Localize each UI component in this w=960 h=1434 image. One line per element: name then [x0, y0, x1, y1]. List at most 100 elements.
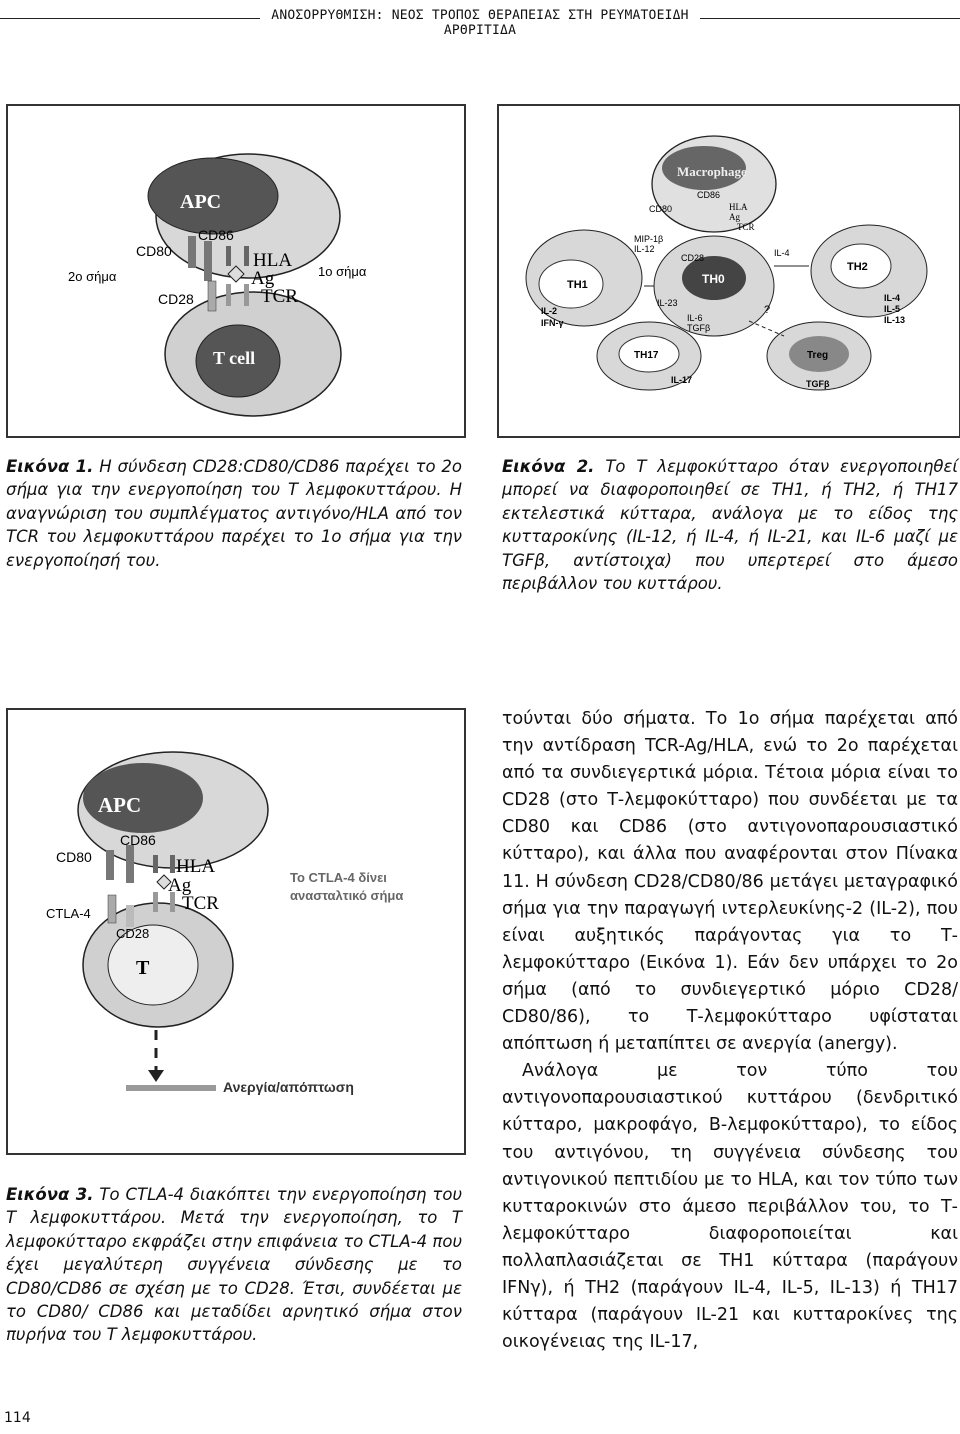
- treg-inner: [789, 336, 849, 372]
- antigen-diamond: [227, 265, 245, 283]
- ctla4-note-line1: Το CTLA-4 δίνει: [290, 870, 387, 885]
- cd86-bar: [126, 845, 134, 883]
- th1-inner: [538, 259, 604, 309]
- il4-arrow-label: IL-4: [774, 248, 790, 258]
- figure-3-caption-lead: Εικόνα 3.: [6, 1185, 94, 1204]
- il6-label: IL-6: [687, 313, 703, 323]
- signal-1-label: 1ο σήμα: [318, 264, 367, 279]
- arrow-th0-treg: [748, 320, 785, 337]
- th2-il4-label: IL-4: [884, 293, 900, 303]
- signal-2-label: 2ο σήμα: [68, 269, 117, 284]
- th1-il2-label: IL-2: [541, 306, 557, 316]
- anergy-bar: [126, 1085, 216, 1091]
- body-paragraph-1: τούνται δύο σήματα. Το 1ο σήμα παρέχεται…: [502, 709, 958, 1055]
- ctla4-bar: [107, 894, 117, 924]
- hla-label: HLA: [176, 856, 215, 877]
- figure-2: Macrophage CD86 CD80 HLA Ag TCR TH1 IL-2…: [497, 104, 960, 438]
- macrophage-nucleus: [662, 146, 746, 190]
- macrophage-tcr-label: TCR: [737, 222, 755, 232]
- t-cell-label: T cell: [213, 348, 255, 368]
- figure-3-caption: Εικόνα 3. Το CTLA-4 διακόπτει την ενεργο…: [6, 1183, 462, 1347]
- running-title: ΑΝΟΣΟΡΡΥΘΜΙΣΗ: ΝΕΟΣ ΤΡΟΠΟΣ ΘΕΡΑΠΕΙΑΣ ΣΤΗ…: [271, 8, 689, 38]
- il23-label: IL-23: [657, 298, 678, 308]
- figure-1: APC T cell CD80 CD86 CD28 HLA Ag TCR 2ο …: [6, 104, 466, 438]
- th17-inner: [618, 335, 680, 373]
- macrophage-ag-label: Ag: [729, 212, 740, 222]
- cd28-label: CD28: [116, 926, 149, 941]
- figure-1-caption: Εικόνα 1. Η σύνδεση CD28:CD80/CD86 παρέχ…: [6, 455, 462, 572]
- body-text: τούνται δύο σήματα. Το 1ο σήμα παρέχεται…: [502, 706, 958, 1356]
- hla-stem-2: [244, 246, 249, 266]
- th1-ifn-label: IFN-γ: [541, 318, 564, 328]
- figure-2-diagram: Macrophage CD86 CD80 HLA Ag TCR TH1 IL-2…: [525, 135, 928, 391]
- il12-label: IL-12: [634, 244, 655, 254]
- macrophage-hla-label: HLA: [729, 202, 748, 212]
- th1-label: TH1: [567, 279, 588, 291]
- figure-1-caption-text: Η σύνδεση CD28:CD80/CD86 παρέχει το 2ο σ…: [6, 457, 462, 570]
- body-paragraph-2: Ανάλογα με τον τύπο του αντιγονοπαρουσια…: [502, 1061, 958, 1353]
- th2-inner: [830, 243, 892, 289]
- cd80-label: CD80: [136, 243, 172, 259]
- header-rule-right: [700, 18, 960, 19]
- apc-nucleus: [83, 763, 203, 833]
- th17-label: TH17: [634, 350, 659, 361]
- cd80-bar: [188, 236, 196, 268]
- figure-2-caption-text: Το Τ λεμφοκύτταρο όταν ενεργοποιηθεί μπο…: [502, 457, 959, 594]
- apc-nucleus: [147, 157, 279, 235]
- t-cell-nucleus: [195, 324, 281, 398]
- page-number: 114: [4, 1410, 31, 1426]
- figure-2-caption-lead: Εικόνα 2.: [502, 457, 595, 476]
- hla-stem-2: [170, 855, 175, 873]
- figure-1-diagram: APC T cell CD80 CD86 CD28 HLA Ag TCR 2ο …: [68, 153, 367, 417]
- header-rule-left: [0, 18, 260, 19]
- cd28-label: CD28: [158, 291, 194, 307]
- th0-label: TH0: [702, 272, 725, 286]
- figure-3-diagram: APC T CD86 CD80 CTLA-4 CD28 HLA Ag TCR Τ…: [46, 751, 403, 1095]
- macrophage-label: Macrophage: [677, 164, 747, 179]
- ag-label: Ag: [168, 875, 192, 896]
- apc-label: APC: [98, 793, 141, 817]
- tcr-stem-2: [244, 284, 249, 306]
- mip-label: MIP-1β: [634, 234, 663, 244]
- th2-label: TH2: [847, 261, 868, 273]
- tcr-stem-2: [170, 892, 175, 912]
- anergy-label: Ανεργία/απόπτωση: [223, 1079, 354, 1095]
- figure-1-caption-lead: Εικόνα 1.: [6, 457, 94, 476]
- tgfb-label: TGFβ: [687, 323, 710, 333]
- treg-tgfb-label: TGFβ: [806, 379, 830, 389]
- inhibition-arrow-head: [148, 1070, 164, 1082]
- tcr-stem: [153, 892, 158, 912]
- tcr-label: TCR: [182, 893, 219, 914]
- ctla4-note-line2: ανασταλτικό σήμα: [290, 888, 403, 903]
- treg-label: Treg: [807, 350, 828, 361]
- ctla4-label: CTLA-4: [46, 906, 91, 921]
- figure-3-caption-text: Το CTLA-4 διακόπτει την ενεργοποίηση του…: [6, 1185, 462, 1345]
- tcr-label: TCR: [261, 286, 298, 307]
- ag-label: Ag: [251, 268, 275, 289]
- figure-2-caption: Εικόνα 2. Το Τ λεμφοκύτταρο όταν ενεργοπ…: [502, 455, 958, 595]
- running-header: ΑΝΟΣΟΡΡΥΘΜΙΣΗ: ΝΕΟΣ ΤΡΟΠΟΣ ΘΕΡΑΠΕΙΑΣ ΣΤΗ…: [0, 6, 960, 38]
- cd86-label: CD86: [120, 832, 156, 848]
- th2-il13-label: IL-13: [884, 315, 905, 325]
- hla-label: HLA: [253, 250, 292, 271]
- figure-3: APC T CD86 CD80 CTLA-4 CD28 HLA Ag TCR Τ…: [6, 708, 466, 1155]
- question-label: ?: [764, 304, 770, 316]
- th0-nucleus: [682, 256, 746, 300]
- antigen-diamond: [156, 874, 172, 890]
- tcr-stem: [226, 284, 231, 306]
- cd86-label: CD86: [198, 227, 234, 243]
- cd28-bar: [207, 280, 217, 312]
- apc-label: APC: [180, 191, 221, 213]
- macrophage-cd80-label: CD80: [649, 204, 672, 214]
- hla-stem: [226, 246, 231, 266]
- cd80-label: CD80: [56, 849, 92, 865]
- th2-il5-label: IL-5: [884, 304, 900, 314]
- t-cell-nucleus: [107, 924, 199, 1006]
- il17-label: IL-17: [671, 375, 692, 385]
- macrophage-cd86-label: CD86: [697, 190, 720, 200]
- cd86-bar: [204, 241, 212, 281]
- t-cell-label: T: [136, 957, 150, 979]
- hla-stem: [153, 855, 158, 873]
- cd28-bar: [126, 905, 134, 927]
- th0-cd28-label: CD28: [681, 253, 704, 263]
